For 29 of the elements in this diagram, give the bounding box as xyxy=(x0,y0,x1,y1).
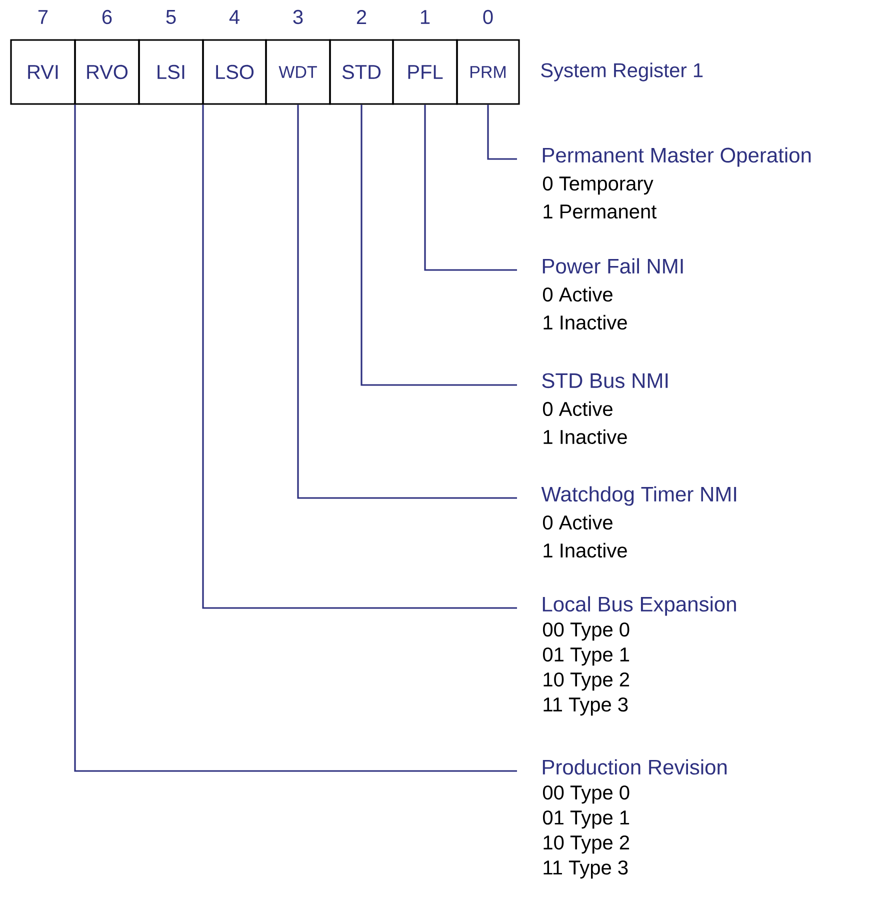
register-cell: WDT xyxy=(265,39,331,105)
register-cell: RVI xyxy=(10,39,76,105)
leader-line xyxy=(424,104,517,271)
leader-line xyxy=(202,104,517,609)
register-cell: LSI xyxy=(138,39,204,105)
field-description: Permanent Master Operation 0 Temporary 1 Permanent xyxy=(542,147,811,219)
register-cell: PRM xyxy=(456,39,520,105)
bit-number: 0 xyxy=(483,10,493,24)
bit-number: 7 xyxy=(38,10,48,24)
field-description: Watchdog Timer NMI 0 Active 1 Inactive xyxy=(541,486,736,558)
bit-number: 6 xyxy=(102,10,112,24)
bit-number: 1 xyxy=(420,10,430,24)
bit-number: 2 xyxy=(356,10,366,24)
bit-number: 3 xyxy=(293,10,303,24)
register-cell: STD xyxy=(329,39,394,105)
register-name: System Register 1 xyxy=(541,62,703,82)
leader-line xyxy=(487,104,517,160)
field-description: STD Bus NMI 0 Active 1 Inactive xyxy=(542,373,668,444)
register-cell: RVO xyxy=(74,39,140,105)
leader-line xyxy=(297,104,517,499)
register-cell: PFL xyxy=(392,39,458,105)
register-cell: LSO xyxy=(202,39,267,105)
field-description: Power Fail NMI 0 Active 1 Inactive xyxy=(542,258,683,330)
bit-number: 4 xyxy=(229,10,240,24)
field-description: Production Revision 00 Type 0 01 Type 1 10 Type 2 11 Type 3 xyxy=(542,759,727,879)
bit-number: 5 xyxy=(166,10,176,24)
leader-line xyxy=(360,104,517,386)
field-description: Local Bus Expansion 00 Type 0 01 Type 1 10 Type 2 11 Type 3 xyxy=(542,596,736,716)
leader-line xyxy=(74,104,517,772)
